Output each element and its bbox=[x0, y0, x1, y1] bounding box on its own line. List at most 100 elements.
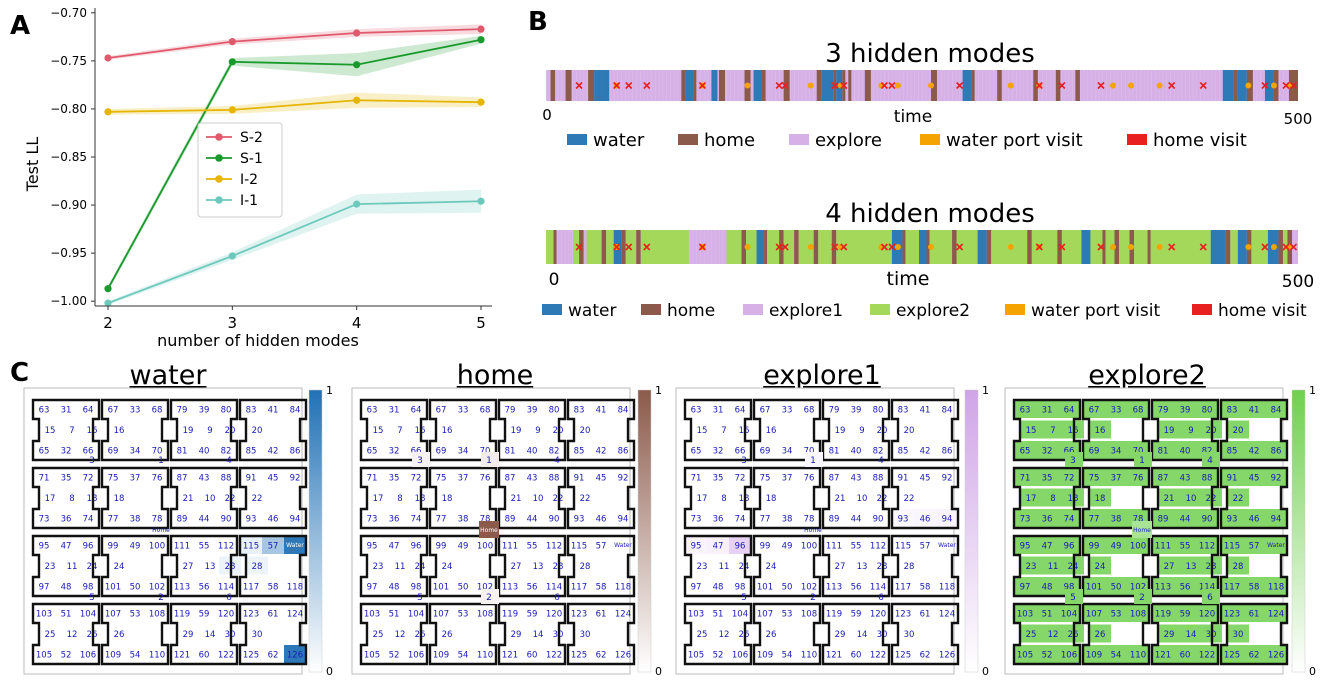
timeline-stripe bbox=[718, 230, 720, 264]
legend-label: S-1 bbox=[240, 151, 263, 167]
home-visit-marker bbox=[880, 243, 888, 251]
maze-cell bbox=[1158, 556, 1180, 575]
maze-cell bbox=[1152, 577, 1174, 595]
water-visit-marker bbox=[1156, 82, 1163, 89]
maze-cell-number: 40 bbox=[1180, 447, 1191, 457]
maze-cell-number: 24 bbox=[1095, 562, 1106, 572]
water-visit-marker bbox=[894, 244, 901, 250]
maze-cell-number: 95 bbox=[1020, 542, 1031, 552]
maze-wall bbox=[1219, 534, 1289, 598]
timeline-segment-explore2 bbox=[1031, 230, 1058, 264]
maze-wall bbox=[497, 534, 567, 598]
maze-cell bbox=[1036, 509, 1058, 527]
maze-wall bbox=[1219, 398, 1289, 462]
timeline-segment-home bbox=[1102, 230, 1106, 264]
maze-cell-number: 51 bbox=[713, 610, 724, 620]
timeline-segment-water bbox=[962, 70, 972, 101]
timeline-stripe bbox=[1079, 70, 1081, 101]
maze-junction-number: 5 bbox=[417, 593, 423, 603]
timeline-stripe bbox=[1177, 70, 1179, 101]
maze-cell-number: 57 bbox=[1249, 542, 1260, 552]
maze-cell-number: 52 bbox=[1042, 651, 1053, 661]
maze-cell-number: 20 bbox=[904, 426, 915, 436]
timeline-segment-water bbox=[594, 70, 602, 101]
maze-cell bbox=[1083, 400, 1105, 418]
band-s-2 bbox=[108, 24, 481, 60]
maze-cell-number: 39 bbox=[199, 406, 210, 416]
maze-cell bbox=[1042, 420, 1064, 439]
maze-cell bbox=[1020, 556, 1042, 575]
home-visit-marker bbox=[831, 81, 839, 90]
maze-cell bbox=[1083, 468, 1105, 486]
maze-cell-number: 125 bbox=[571, 651, 587, 661]
maze-cell-number: 12 bbox=[1048, 630, 1059, 640]
maze-cell-number: 99 bbox=[436, 542, 447, 552]
timeline-segment-home bbox=[588, 70, 595, 101]
maze-wall bbox=[238, 398, 308, 462]
maze-cell-number: 52 bbox=[61, 651, 72, 661]
timeline-segment-home bbox=[601, 230, 607, 264]
maze-cell-number: 46 bbox=[920, 515, 931, 525]
home-visit-marker bbox=[613, 81, 621, 90]
timeline-segment-water bbox=[601, 70, 610, 101]
timeline-segment-explore2 bbox=[1061, 230, 1082, 264]
maze-cell-number: 62 bbox=[1249, 651, 1260, 661]
timeline-segment-explore2 bbox=[573, 230, 580, 264]
data-point bbox=[228, 58, 236, 66]
maze-cell bbox=[1152, 604, 1174, 622]
timeline-stripe bbox=[655, 70, 656, 101]
maze-cell-number: 51 bbox=[61, 610, 72, 620]
timeline-4-start-label: 0 bbox=[549, 270, 560, 290]
maze-cell-number: 74 bbox=[1064, 515, 1075, 525]
maze-cell-number: 7 bbox=[721, 426, 726, 436]
maze-cell-number: 59 bbox=[1180, 610, 1191, 620]
timeline-stripe bbox=[557, 70, 558, 101]
timeline-segment-home bbox=[1033, 70, 1038, 101]
timeline-stripe bbox=[1053, 70, 1055, 101]
maze-cell-number: 23 bbox=[697, 562, 708, 572]
maze-cell-number: 86 bbox=[290, 447, 301, 457]
maze-cell-number: 32 bbox=[389, 447, 400, 457]
timeline-stripe bbox=[985, 70, 987, 101]
timeline-segment-home bbox=[764, 230, 768, 264]
timeline-stripe bbox=[1162, 70, 1164, 101]
timeline-segment-home bbox=[986, 230, 992, 264]
maze-junction-number: 5 bbox=[741, 593, 747, 603]
home-visit-marker bbox=[1282, 81, 1290, 90]
maze-junction-number: 4 bbox=[878, 456, 884, 466]
maze-junction-cell bbox=[481, 589, 499, 604]
maze-cell-number: 98 bbox=[411, 583, 422, 593]
maze-wall bbox=[497, 398, 567, 462]
maze-cell-number: 74 bbox=[411, 515, 422, 525]
maze-cell-number: 48 bbox=[61, 583, 72, 593]
water-visit-marker bbox=[1007, 244, 1014, 250]
maze-wall bbox=[1150, 466, 1220, 530]
maze-cell-number: 112 bbox=[218, 542, 234, 552]
maze-cell-number: 77 bbox=[1089, 515, 1100, 525]
timeline-segment-home bbox=[1057, 230, 1062, 264]
maze-cell-number: 25 bbox=[697, 630, 708, 640]
maze-cell bbox=[1243, 441, 1265, 459]
timeline-stripe bbox=[561, 230, 562, 264]
maze-cell bbox=[1227, 420, 1249, 439]
maze-cell-number: 36 bbox=[1042, 515, 1053, 525]
timeline-stripe bbox=[925, 70, 927, 101]
maze-cell-number: 95 bbox=[39, 542, 50, 552]
maze-cell-number: 66 bbox=[83, 447, 94, 457]
series-line-s-2 bbox=[107, 28, 482, 59]
home-visit-marker bbox=[1035, 81, 1043, 90]
home-visit-marker bbox=[888, 243, 896, 251]
timeline-stripe bbox=[1151, 70, 1152, 101]
timeline-stripe bbox=[989, 70, 991, 101]
maze-cell-number: 106 bbox=[80, 651, 96, 661]
maze-cell bbox=[1196, 645, 1218, 663]
home-visit-marker bbox=[1035, 243, 1043, 251]
timeline-stripe bbox=[1185, 70, 1186, 101]
timeline-stripe bbox=[1147, 70, 1149, 101]
timeline-segment-home bbox=[741, 230, 747, 264]
maze-cell-number: 70 bbox=[480, 447, 491, 457]
maze-junction-number: 6 bbox=[878, 593, 884, 603]
maze-cell-number: 112 bbox=[1199, 542, 1215, 552]
